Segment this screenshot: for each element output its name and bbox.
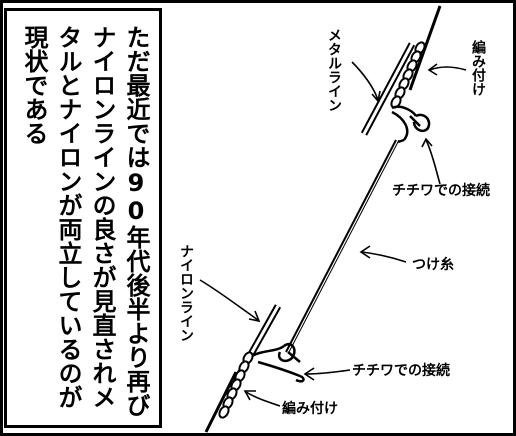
chichiwa-top-label: チチワでの接続 (392, 183, 490, 199)
nylon-line-label: ナイロンライン (178, 244, 194, 342)
chichiwa-bottom-label: チチワでの接続 (352, 363, 450, 379)
braid-bottom (218, 351, 254, 419)
caption-box: ただ最近では90年代後半より再びナイロンラインの良さが見直されメタルとナイロンが… (4, 8, 162, 428)
caption-text: ただ最近では90年代後半より再びナイロンラインの良さが見直されメタルとナイロンが… (20, 25, 150, 417)
tsukeito-label: つけ糸 (412, 257, 454, 273)
tsukeito-line (285, 139, 397, 353)
braid-top (390, 41, 426, 109)
tsukeito-line-shadow (288, 139, 400, 353)
amitsuke-top-label: 編み付け (470, 40, 486, 96)
chichiwa-knot-top (391, 105, 431, 144)
chichiwa-knot-bottom (251, 342, 305, 383)
metal-line-label: メタルライン (326, 28, 342, 112)
amitsuke-bottom-label: 編み付け (282, 401, 338, 417)
annotation-arrows (199, 61, 467, 407)
bottom-main-line (204, 371, 238, 433)
